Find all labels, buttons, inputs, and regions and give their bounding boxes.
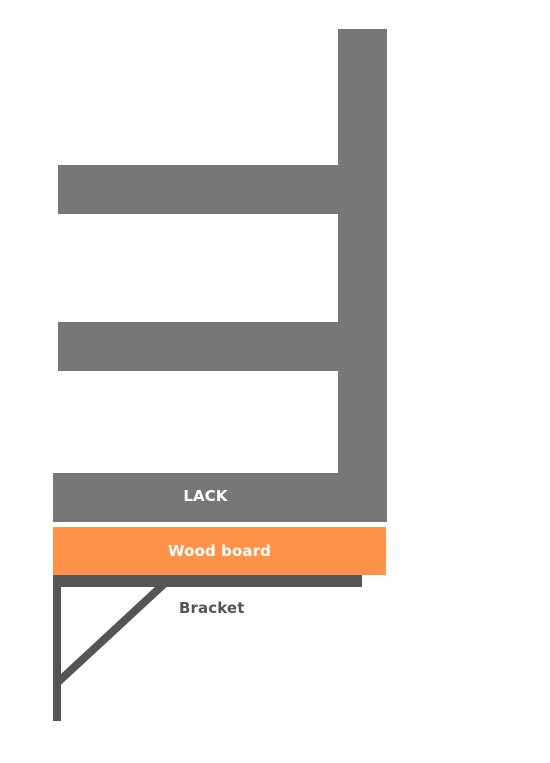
bracket-label: Bracket — [179, 599, 245, 617]
lack-label: LACK — [183, 487, 228, 505]
bracket — [53, 575, 362, 721]
wood-board — [53, 527, 386, 575]
bracket-diagonal-brace — [54, 581, 167, 686]
lack-middle-arm — [58, 322, 387, 371]
bracket-vertical-bar — [53, 575, 61, 721]
lack-vertical-post — [338, 29, 387, 522]
wood-board-label: Wood board — [168, 542, 271, 560]
lack-base — [53, 473, 387, 522]
bracket-top-bar — [53, 575, 362, 587]
lack-upper-arm — [58, 165, 387, 214]
